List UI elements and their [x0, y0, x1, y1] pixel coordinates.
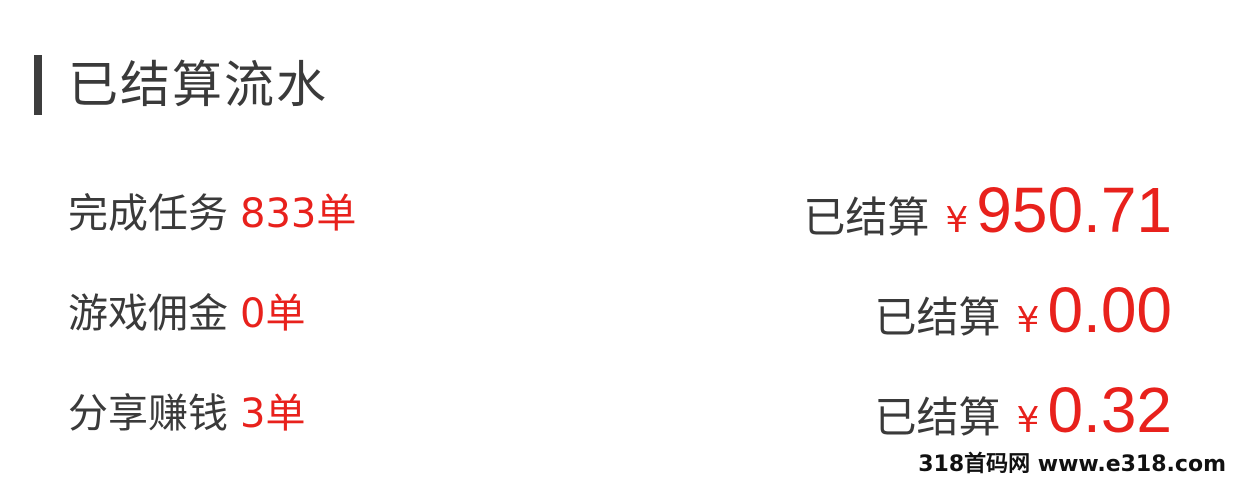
settled-label: 已结算	[874, 293, 1001, 342]
watermark: 318首码网 www.e318.com	[914, 444, 1230, 480]
settled-label: 已结算	[874, 393, 1001, 442]
row-label: 游戏佣金	[68, 291, 228, 337]
settled-amount: 0.00	[1047, 274, 1172, 346]
row-left: 完成任务 833单	[68, 181, 356, 239]
row-left: 分享赚钱 3单	[68, 381, 305, 439]
row-label: 分享赚钱	[68, 391, 228, 437]
section-title: 已结算流水	[68, 56, 328, 114]
settled-amount: 950.71	[976, 174, 1172, 246]
settlement-row-share[interactable]: 分享赚钱 3单 已结算 ¥ 0.32	[68, 360, 1172, 460]
section-accent-bar	[34, 55, 42, 115]
section-header: 已结算流水	[34, 54, 328, 116]
order-count: 0单	[240, 291, 306, 337]
yuan-icon: ¥	[945, 200, 969, 241]
settlement-row-tasks[interactable]: 完成任务 833单 已结算 ¥ 950.71	[68, 160, 1172, 260]
row-right: 已结算 ¥ 0.00	[875, 273, 1172, 347]
row-right: 已结算 ¥ 0.32	[875, 373, 1172, 447]
settled-amount: 0.32	[1047, 374, 1172, 446]
yuan-icon: ¥	[1016, 400, 1040, 441]
yuan-icon: ¥	[1016, 300, 1040, 341]
settlement-row-game[interactable]: 游戏佣金 0单 已结算 ¥ 0.00	[68, 260, 1172, 360]
row-left: 游戏佣金 0单	[68, 281, 305, 339]
order-count: 833单	[240, 191, 357, 237]
order-count: 3单	[240, 391, 306, 437]
row-label: 完成任务	[68, 191, 228, 237]
settled-label: 已结算	[803, 193, 930, 242]
row-right: 已结算 ¥ 950.71	[803, 173, 1172, 247]
